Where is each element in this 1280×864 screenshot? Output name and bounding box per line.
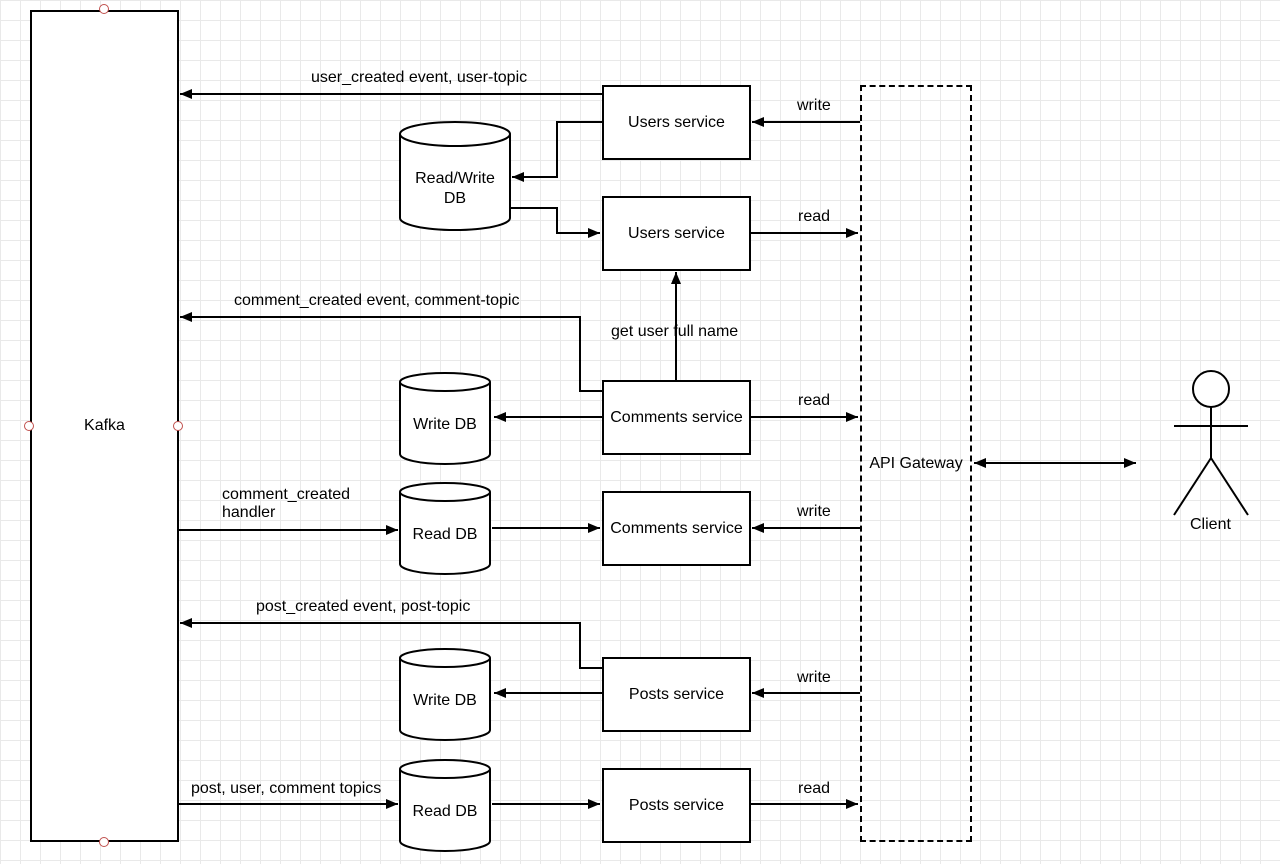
comments-read-db-label: Read DB — [412, 526, 478, 543]
label-comment-handler: comment_created handler — [222, 486, 351, 521]
users-service-write-label: Users service — [628, 113, 725, 131]
users-db-label: Read/Write DB — [415, 170, 495, 207]
comments-service-write-side-label: Comments service — [610, 408, 743, 426]
connection-point-left[interactable] — [24, 421, 34, 431]
posts-service-write-side-label: Posts service — [628, 685, 725, 703]
label-post-created: post_created event, post-topic — [256, 598, 471, 615]
comments-service-read-side-label: Comments service — [610, 519, 743, 537]
label-posts-topics: post, user, comment topics — [191, 780, 382, 797]
edge-db-to-users-read — [510, 207, 600, 238]
comments-write-db-label: Write DB — [413, 416, 477, 433]
label-user-created: user_created event, user-topic — [311, 69, 528, 86]
users-read-write-db[interactable]: Read/Write DB — [398, 120, 512, 232]
comments-service-write-side[interactable]: Comments service — [602, 380, 751, 455]
label-get-user-full-name: get user full name — [611, 323, 739, 340]
database-icon — [399, 121, 511, 231]
posts-read-db-label: Read DB — [412, 803, 478, 820]
connection-point-right[interactable] — [173, 421, 183, 431]
comments-read-db[interactable]: Read DB — [398, 481, 492, 575]
client-actor-icon — [1173, 370, 1249, 516]
connection-point-bottom[interactable] — [99, 837, 109, 847]
database-icon — [399, 372, 491, 465]
database-icon — [399, 759, 491, 852]
edge-users-to-db — [512, 121, 602, 182]
comments-service-read-side[interactable]: Comments service — [602, 491, 751, 566]
users-service-write[interactable]: Users service — [602, 85, 751, 160]
users-service-read[interactable]: Users service — [602, 196, 751, 271]
posts-service-read-side-label: Posts service — [628, 796, 725, 814]
api-gateway[interactable]: API Gateway — [860, 85, 972, 842]
database-icon — [399, 648, 491, 741]
kafka-block[interactable]: Kafka — [30, 10, 179, 842]
connection-point-top[interactable] — [99, 4, 109, 14]
label-comments-write: write — [797, 503, 831, 520]
label-users-write: write — [797, 97, 831, 114]
api-gateway-label: API Gateway — [869, 454, 963, 472]
edge-comment-created — [180, 312, 602, 392]
posts-read-db[interactable]: Read DB — [398, 758, 492, 852]
posts-write-db[interactable]: Write DB — [398, 647, 492, 741]
database-icon — [399, 482, 491, 575]
posts-service-write-side[interactable]: Posts service — [602, 657, 751, 732]
users-service-read-label: Users service — [628, 224, 725, 242]
label-posts-read: read — [798, 780, 831, 797]
label-users-read: read — [798, 208, 831, 225]
client-label: Client — [1190, 516, 1231, 533]
posts-service-read-side[interactable]: Posts service — [602, 768, 751, 843]
posts-write-db-label: Write DB — [413, 692, 477, 709]
label-comments-read: read — [798, 392, 831, 409]
label-posts-write: write — [797, 669, 831, 686]
comments-write-db[interactable]: Write DB — [398, 371, 492, 465]
label-comment-created: comment_created event, comment-topic — [234, 292, 520, 309]
edge-post-created — [180, 618, 602, 669]
kafka-label: Kafka — [84, 417, 125, 434]
